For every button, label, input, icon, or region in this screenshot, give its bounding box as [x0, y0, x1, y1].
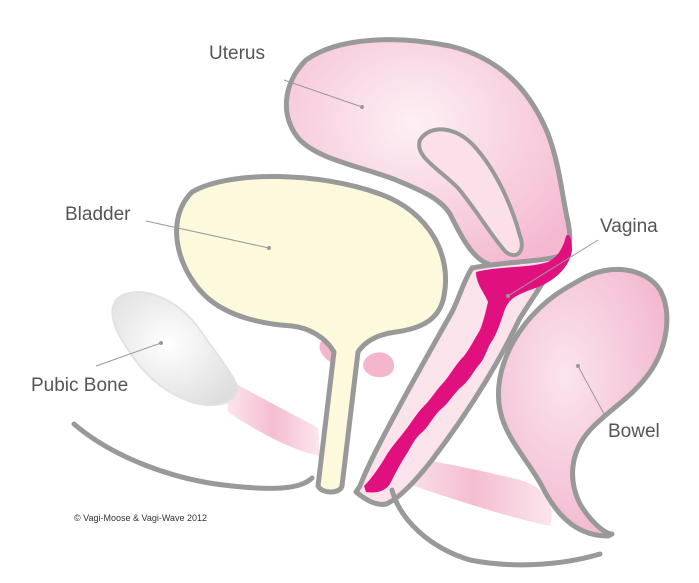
bladder-shape — [174, 173, 449, 495]
pelvic-band — [395, 455, 552, 526]
leader-dots — [159, 105, 580, 368]
pubic-bone-leader — [95, 342, 162, 367]
vagina-shape — [364, 234, 572, 493]
pubic-ligament — [226, 378, 320, 456]
bladder-dot — [267, 246, 271, 250]
bowel-label: Bowel — [608, 421, 660, 442]
pelvic-floor-outline — [71, 421, 315, 491]
uterus-leader — [283, 79, 363, 108]
urethral-tissue-right — [363, 352, 395, 378]
bladder-label: Bladder — [65, 204, 131, 225]
leader-lines — [95, 79, 605, 415]
uterus-dot — [360, 105, 364, 109]
copyright-credit: © Vagi-Moose & Vagi-Wave 2012 — [74, 513, 208, 523]
posterior-outline — [389, 487, 603, 568]
bowel-leader — [577, 365, 605, 415]
bladder-leader — [145, 220, 270, 249]
vagina-leader — [507, 239, 599, 297]
pubic-bone-shape — [111, 291, 240, 407]
uterine-cavity — [417, 127, 524, 258]
bowel-shape — [495, 266, 670, 539]
vagina-dot — [506, 294, 510, 298]
pubic-bone-label: Pubic Bone — [31, 375, 129, 396]
bowel-dot — [576, 364, 580, 368]
pubic-bone-dot — [159, 341, 163, 345]
vagina-label: Vagina — [600, 216, 658, 237]
uterus-label: Uterus — [209, 43, 265, 64]
